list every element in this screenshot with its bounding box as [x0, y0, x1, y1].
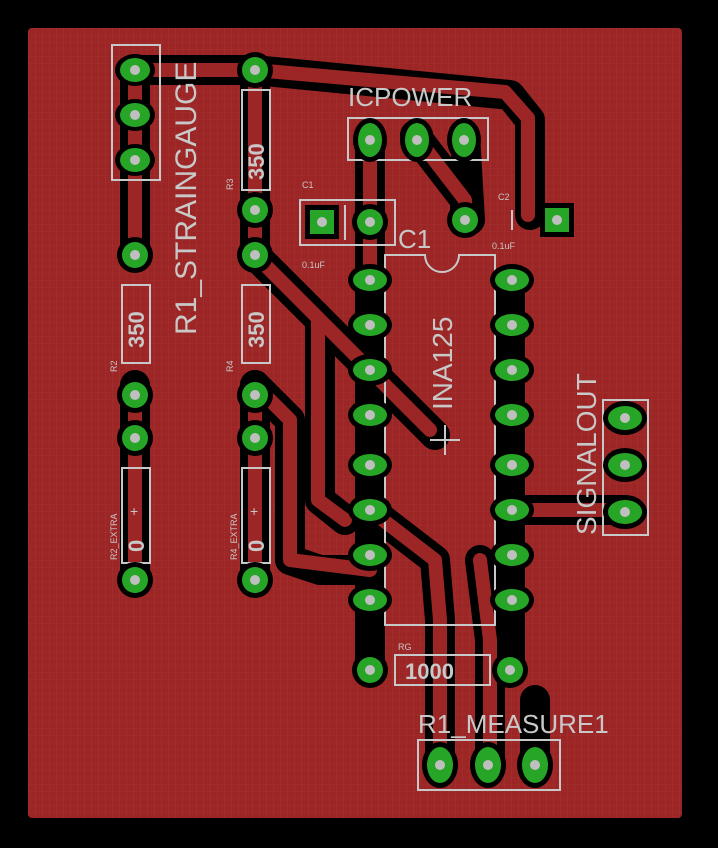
label-c1-ic: C1 [398, 224, 431, 254]
label-r4-extra-name: R4_EXTRA [229, 513, 239, 560]
label-r2-extra-value: 0 [124, 540, 149, 552]
label-rg-name: RG [398, 642, 412, 652]
silkscreen-text: R1_STRAINGAUGE ICPOWER C1 0.1uF C1 C2 0.… [109, 62, 609, 739]
icpower-pad-3 [447, 118, 481, 162]
ic-pins-left [348, 264, 392, 616]
label-r2-value: 350 [124, 311, 149, 348]
label-c1-value: 0.1uF [302, 260, 326, 270]
r4-pad-1 [237, 237, 273, 273]
icpower-pad-1 [353, 118, 387, 162]
label-r3-name: R3 [225, 178, 235, 190]
r3-pad-2 [237, 192, 273, 228]
svg-text:+: + [250, 503, 258, 519]
label-icpower: ICPOWER [348, 82, 472, 112]
straingauge-pad-3 [115, 144, 155, 176]
measure-pad-1 [422, 742, 458, 788]
r3-pad-1 [237, 52, 273, 88]
c1-pad-2 [352, 204, 388, 240]
c1-pad-1 [305, 205, 339, 239]
rg-pad-1 [352, 652, 388, 688]
label-r4-value: 350 [244, 311, 269, 348]
ic-pins-right [490, 264, 534, 616]
label-r1-straingauge: R1_STRAINGAUGE [170, 62, 203, 335]
label-r2-extra-name: R2_EXTRA [109, 513, 119, 560]
measure-pad-3 [517, 742, 553, 788]
label-r2-name: R2 [109, 360, 119, 372]
r4-pad-2 [237, 377, 273, 413]
svg-text:+: + [130, 503, 138, 519]
straingauge-pad-1 [115, 54, 155, 86]
c2-pad-1 [447, 202, 483, 238]
label-r1-measure1: R1_MEASURE1 [418, 709, 609, 739]
label-r3-value: 350 [244, 143, 269, 180]
signalout-pad-3 [603, 495, 647, 529]
label-r4-name: R4 [225, 360, 235, 372]
signalout-pad-1 [603, 401, 647, 435]
label-rg-value: 1000 [405, 659, 454, 684]
measure-pad-2 [470, 742, 506, 788]
signalout-pad-2 [603, 448, 647, 482]
r2-pad-1 [117, 237, 153, 273]
rg-pad-2 [492, 652, 528, 688]
label-c1-name: C1 [302, 180, 314, 190]
label-ina125: INA125 [427, 317, 458, 410]
pads [115, 52, 647, 788]
c2-pad-2 [540, 203, 574, 237]
label-c2-value: 0.1uF [492, 241, 516, 251]
label-r4-extra-value: 0 [244, 540, 269, 552]
label-signalout: SIGNALOUT [571, 373, 602, 535]
straingauge-pad-2 [115, 99, 155, 131]
r2-pad-2 [117, 377, 153, 413]
label-c2-name: C2 [498, 192, 510, 202]
silkscreen-outlines [111, 44, 649, 791]
icpower-pad-2 [400, 118, 434, 162]
